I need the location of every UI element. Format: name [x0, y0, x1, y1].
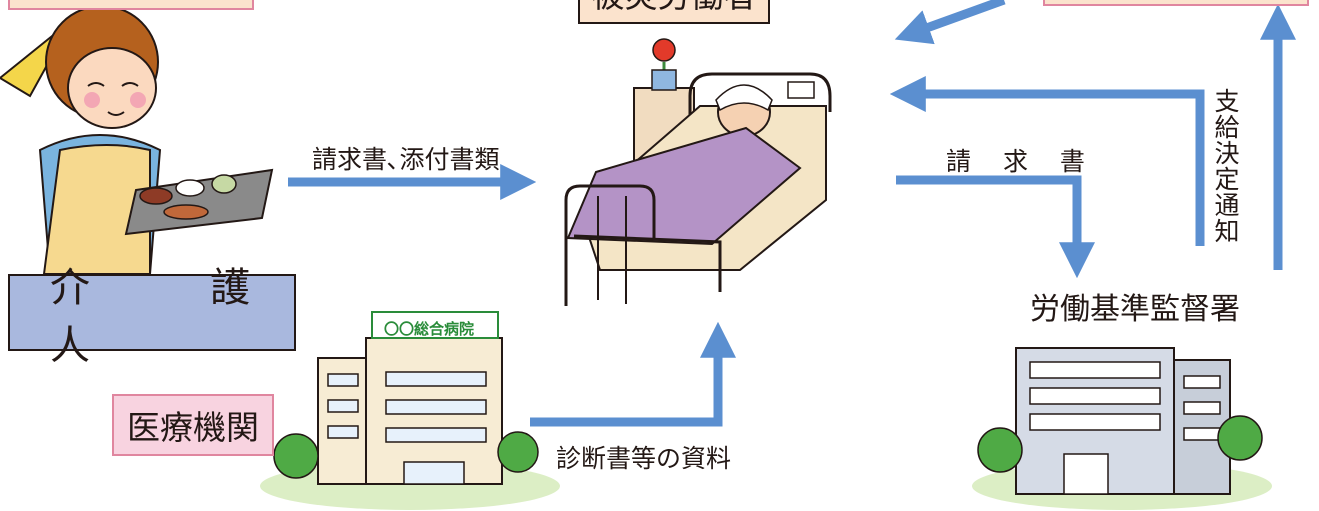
arrow-office-to-worker — [889, 76, 1205, 246]
claim-and-documents-label: 請求書､添付書類 — [312, 145, 500, 174]
arrow-worker-to-office — [896, 175, 1095, 279]
arrow-top-left — [894, 0, 1006, 45]
claim-label: 請 求 書 — [946, 147, 1097, 176]
arrow-hospital-to-worker — [530, 321, 736, 427]
labor-standards-office-label: 労働基準監督署 — [1030, 292, 1240, 327]
top-left-box — [8, 0, 254, 10]
payment-decision-notice-label: 支給決定通知 — [1211, 88, 1240, 244]
top-right-box — [1043, 0, 1309, 6]
caregiver-box: 介 護 人 — [8, 265, 330, 369]
diagnosis-documents-label: 診断書等の資料 — [556, 444, 732, 473]
caregiver-illustration — [0, 5, 274, 275]
hospital-building — [273, 311, 539, 485]
arrows — [288, 0, 1296, 427]
caregiver-label: 介 護 人 — [50, 264, 370, 369]
injured-worker-illustration — [564, 38, 832, 306]
medical-institution-label: 医療機関 — [127, 408, 259, 447]
medical-institution-box: 医療機関 — [112, 394, 274, 456]
injured-worker-box: 被災労働者 — [578, 0, 770, 24]
injured-worker-label: 被災労働者 — [592, 0, 757, 17]
hospital-sign: 〇〇総合病院 — [384, 320, 475, 338]
labor-office-building — [977, 347, 1263, 495]
